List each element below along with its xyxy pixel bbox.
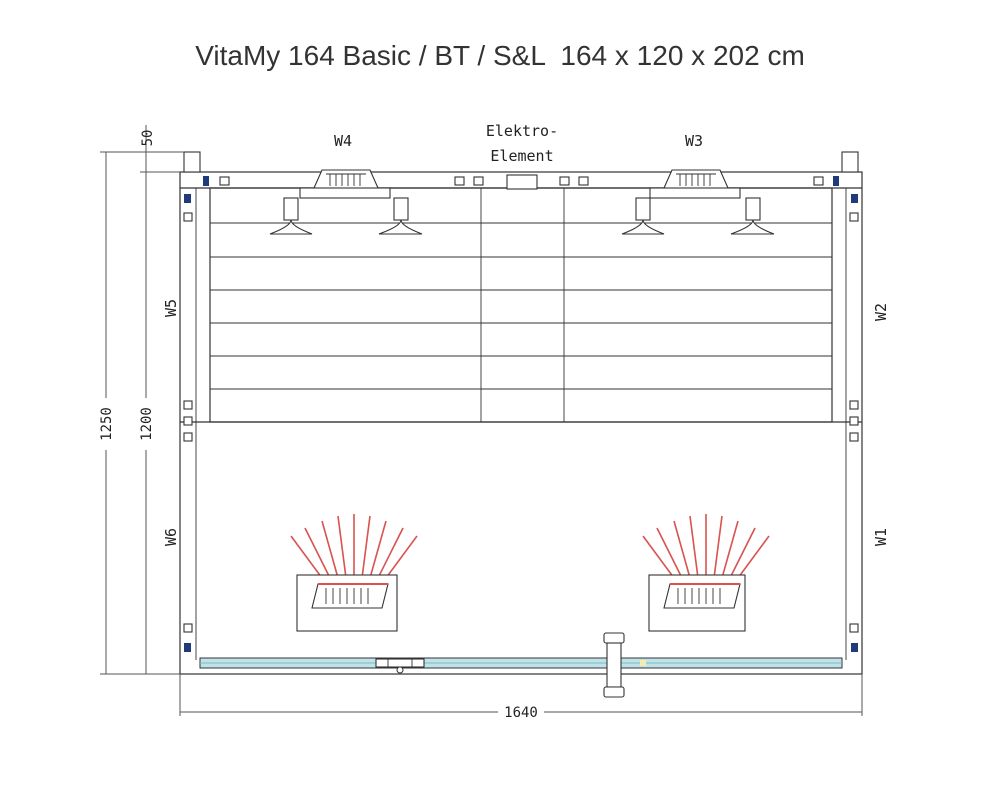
- wall-label-w1: W1: [872, 528, 890, 546]
- door-hinge: [375, 658, 425, 674]
- dimension-top-offset: 50: [140, 130, 156, 147]
- corner-post-right: [841, 151, 859, 173]
- bench-slats: [210, 188, 832, 422]
- dimension-width: 1640: [504, 705, 538, 721]
- door-handle: [603, 632, 625, 698]
- back-heater-w3: [621, 169, 775, 235]
- elektro-element-box: [506, 174, 538, 190]
- floor-heater-left: [290, 514, 418, 632]
- side-wall-connectors: [183, 176, 859, 652]
- dimension-inner-depth: 1200: [139, 407, 155, 441]
- elektro-label-line2: Element: [490, 147, 553, 165]
- dimension-outer-depth: 1250: [99, 407, 115, 441]
- corner-post-left: [183, 151, 201, 173]
- elektro-label-line1: Elektro-: [486, 122, 558, 140]
- wall-label-w4: W4: [334, 132, 352, 150]
- cabin-outline: [179, 171, 863, 675]
- dimension-lines: [100, 125, 863, 716]
- back-heater-w4: [269, 169, 423, 235]
- back-wall-connectors: [219, 176, 824, 186]
- wall-label-w2: W2: [872, 303, 890, 321]
- diagram-title: VitaMy 164 Basic / BT / S&L 164 x 120 x …: [195, 40, 805, 71]
- floor-heater-right: [642, 514, 770, 632]
- wall-label-w3: W3: [685, 132, 703, 150]
- glass-front-door: [199, 657, 843, 669]
- wall-label-w6: W6: [162, 528, 180, 546]
- wall-label-w5: W5: [162, 299, 180, 317]
